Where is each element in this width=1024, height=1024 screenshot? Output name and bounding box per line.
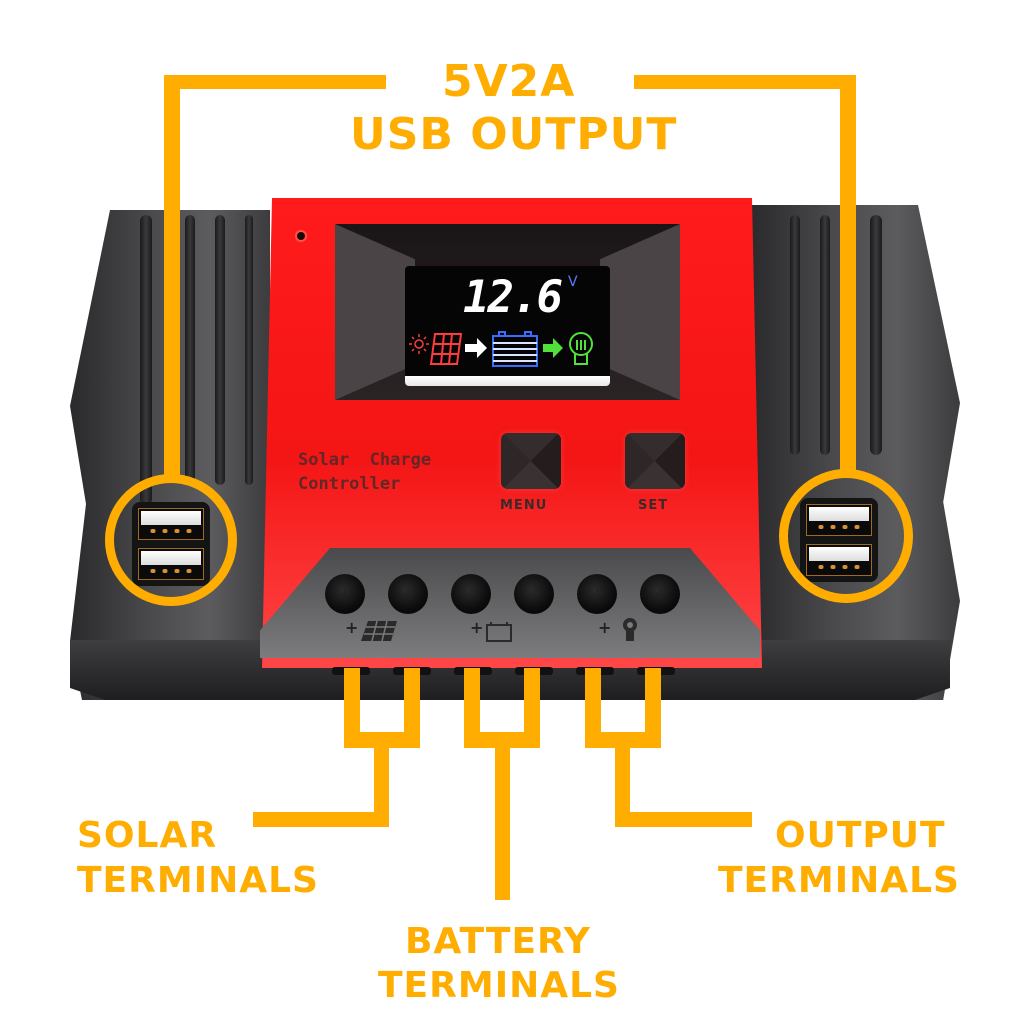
right-rib (790, 215, 800, 455)
terminal-screw-battery-positive[interactable] (451, 574, 491, 614)
solar-terminals-label-line-2: TERMINALS (77, 860, 319, 901)
solar-callout-line (253, 812, 389, 827)
lcd-screen: 12.6 V (405, 266, 610, 386)
battery-terminals-label-line-2: TERMINALS (378, 965, 620, 1006)
left-usb-highlight-ring (105, 474, 237, 606)
output-callout-line (585, 668, 601, 748)
left-rib (245, 215, 253, 485)
solar-panel-icon (429, 333, 463, 365)
solar-terminals-label-line-1: SOLAR (77, 815, 218, 856)
menu-button[interactable] (501, 433, 561, 489)
output-terminals-label-line-1: OUTPUT (775, 815, 946, 856)
usb-callout-line (840, 75, 856, 475)
left-rib (215, 215, 225, 485)
usb-callout-line (164, 75, 386, 89)
usb-output-label-line-1: 5V2A (442, 56, 576, 107)
battery-callout-line (495, 748, 510, 900)
right-usb-highlight-ring (779, 469, 913, 603)
brand-label: Solar Charge Controller (298, 448, 431, 496)
output-terminals-label-line-2: TERMINALS (718, 860, 960, 901)
left-rib (140, 215, 152, 505)
battery-callout-line (464, 668, 480, 748)
usb-output-label-line-2: USB OUTPUT (350, 109, 678, 160)
battery-callout-line (464, 732, 540, 748)
solar-callout-line (344, 732, 420, 748)
solar-callout-line (404, 668, 420, 748)
usb-callout-line (634, 75, 856, 89)
brand-line-1: Solar Charge (298, 450, 432, 470)
bulb-icon (569, 332, 593, 365)
output-callout-line (645, 668, 661, 748)
status-led (297, 232, 305, 240)
usb-callout-line (164, 75, 180, 475)
right-rib (820, 215, 830, 455)
battery-terminal-plus: + (470, 618, 484, 637)
terminal-screw-load-positive[interactable] (577, 574, 617, 614)
set-button[interactable] (625, 433, 685, 489)
set-button-label: SET (638, 498, 669, 513)
output-callout-line (585, 732, 661, 748)
output-callout-line (615, 748, 630, 827)
battery-callout-line (524, 668, 540, 748)
solar-callout-line (344, 668, 360, 748)
terminal-screw-solar-positive[interactable] (325, 574, 365, 614)
right-rib (870, 215, 882, 455)
brand-line-2: Controller (298, 474, 401, 494)
solar-panel-icon (361, 620, 397, 642)
left-rib (185, 215, 195, 485)
arrow-right-icon (465, 338, 487, 358)
solar-callout-line (374, 748, 389, 827)
battery-icon (492, 331, 538, 367)
battery-terminals-label-line-1: BATTERY (405, 921, 591, 962)
sun-icon (409, 334, 429, 354)
solar-terminal-plus: + (345, 618, 359, 637)
terminal-screw-battery-negative[interactable] (514, 574, 554, 614)
lcd-icons-row (409, 331, 593, 367)
output-callout-line (615, 812, 752, 827)
arrow-right-icon (543, 338, 563, 358)
load-terminal-plus: + (598, 618, 612, 637)
voltage-readout: 12.6 (463, 272, 563, 323)
lcd-backlight-strip (405, 376, 610, 386)
menu-button-label: MENU (500, 498, 548, 513)
terminal-screw-load-negative[interactable] (640, 574, 680, 614)
battery-icon (486, 622, 512, 642)
terminal-screw-solar-negative[interactable] (388, 574, 428, 614)
bulb-icon (623, 618, 637, 641)
voltage-unit: V (568, 274, 578, 290)
